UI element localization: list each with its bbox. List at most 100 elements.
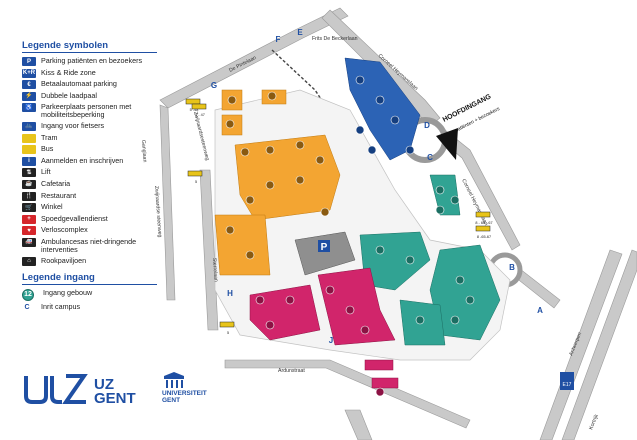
legend-row: 🚲Ingang voor fietsers xyxy=(22,121,157,131)
road-zwijnaarde xyxy=(159,104,176,301)
legend-entrance-title: Legende ingang xyxy=(22,272,157,285)
building-entrance-marker-icon xyxy=(315,155,325,165)
building-entrance-marker-icon xyxy=(450,195,460,205)
legend-symbols-title: Legende symbolen xyxy=(22,40,157,53)
building-teal-b xyxy=(359,231,431,291)
legend-label: Kiss & Ride zone xyxy=(41,67,96,77)
building-entrance-marker-icon xyxy=(465,295,475,305)
building-orange-main xyxy=(234,134,341,221)
building-entrance-marker-icon xyxy=(360,325,370,335)
campus-entrance-d: D xyxy=(424,121,430,130)
building-teal-a xyxy=(429,174,461,216)
uz-line2: GENT xyxy=(94,390,136,407)
bus-stop-icon xyxy=(475,225,491,232)
building-orange-a xyxy=(221,89,243,111)
bus-line-label: 5 xyxy=(227,331,229,335)
legend-row: 🍴Restaurant xyxy=(22,190,157,201)
legend-label: Winkel xyxy=(41,202,63,212)
legend-row: P Parking patiënten en bezoekers xyxy=(22,57,157,66)
bus-line-label: 5 - 47 xyxy=(195,113,205,117)
legend-label: Dubbele laadpaal xyxy=(41,90,97,100)
road-pintelaan xyxy=(159,7,349,109)
building-entrance-marker-icon xyxy=(295,175,305,185)
legend-label: Parkeerplaats personen met mobiliteitsbe… xyxy=(41,102,132,120)
building-entrance-marker-icon xyxy=(375,387,385,397)
bus-stop-icon xyxy=(475,211,491,218)
building-magenta-b xyxy=(317,267,396,346)
road-highway-b xyxy=(561,249,637,440)
campus-entrance-j: J xyxy=(329,336,333,345)
building-orange-c xyxy=(221,114,243,136)
hoofdingang-title: HOOFDINGANG xyxy=(442,93,493,124)
ugent-logo-icon xyxy=(164,372,184,388)
legend-row: €Betaalautomaat parking xyxy=(22,80,157,90)
label-zwijnaarde: Zwijnaardsesteenweg xyxy=(192,111,210,161)
legend-row: 🚑Ambulancesas niet-dringende interventie… xyxy=(22,237,157,254)
blue-buildings xyxy=(344,57,421,161)
bus-stop-icon xyxy=(187,170,203,177)
campus-entrance-e: E xyxy=(297,28,303,37)
accessible-parking-icon: ♿ xyxy=(22,103,36,113)
label-antwerpen: Antwerpen xyxy=(568,331,583,356)
bus-line-label: 5 xyxy=(195,180,197,184)
building-entrance-marker-icon xyxy=(295,140,305,150)
legend-row: Bus xyxy=(22,145,157,155)
legend-label: Tram xyxy=(41,132,58,142)
legend-label: Verloscomplex xyxy=(41,225,88,235)
road-highway-a xyxy=(539,249,623,440)
building-entrance-marker-icon xyxy=(450,315,460,325)
label-ardenstraat: Ardunstraat xyxy=(278,368,305,374)
legend-row: 🛒 Winkel xyxy=(22,202,157,213)
building-entrance-marker-icon xyxy=(225,119,235,129)
building-entrance-marker-icon xyxy=(405,145,415,155)
legend-row: ⇅Lift xyxy=(22,168,157,178)
ug-line1: UNIVERSITEIT xyxy=(162,390,207,397)
tram-icon xyxy=(22,133,36,143)
building-teal-c xyxy=(429,244,501,341)
orange-buildings xyxy=(214,89,341,276)
building-entrance-marker-icon xyxy=(435,185,445,195)
building-entrance-marker-icon xyxy=(390,115,400,125)
building-entrance-marker-icon xyxy=(367,145,377,155)
building-entrance-marker-icon xyxy=(265,320,275,330)
legend-row: ⚡Dubbele laadpaal xyxy=(22,90,157,101)
building-entrance-marker-icon xyxy=(375,245,385,255)
parking-icon: P xyxy=(22,57,36,66)
road-corneel-top xyxy=(321,9,441,127)
campus-entrance-b: B xyxy=(509,263,515,272)
uz-gent-logo-icon xyxy=(24,374,88,404)
campus-entrance-h: H xyxy=(227,289,233,298)
legend-row: Tram xyxy=(22,132,157,143)
legend-row: ☕Cafetaria xyxy=(22,178,157,189)
building-entrance-marker-icon xyxy=(265,145,275,155)
road-corneel-right xyxy=(423,117,521,251)
bus-stop-icon xyxy=(219,321,235,328)
building-magenta-a xyxy=(249,284,321,341)
bus-line-label: 8 -65-67 xyxy=(477,235,491,239)
tram-line xyxy=(271,49,386,226)
building-magenta-c xyxy=(364,359,394,371)
label-corneel-top: Corneel Heymanslaan xyxy=(377,53,419,92)
roundabout-b xyxy=(487,252,523,288)
legend-label: Aanmelden en inschrijven xyxy=(41,155,124,165)
bus-line-label: 8 - 65 - 67 xyxy=(475,221,492,225)
main-entrance-arrow-icon xyxy=(436,128,458,160)
building-magenta-d xyxy=(371,377,399,389)
payment-machine-icon: € xyxy=(22,80,36,90)
legend-label: Cafetaria xyxy=(41,178,71,188)
road-sterrelaan xyxy=(199,169,219,331)
uz-gent-wordmark: UZ GENT xyxy=(94,377,136,407)
building-entrance-marker-icon xyxy=(225,225,235,235)
elevator-icon: ⇅ xyxy=(22,168,36,178)
legend-label: Parking patiënten en bezoekers xyxy=(41,56,143,65)
label-sterrelaan: Sterrelaan xyxy=(211,258,219,282)
building-entrance-marker-icon xyxy=(455,275,465,285)
parking-building xyxy=(294,231,356,276)
shop-icon: 🛒 xyxy=(22,203,36,213)
legend-label: Restaurant xyxy=(41,190,77,200)
legend-row: +Spoedgevallendienst xyxy=(22,214,157,224)
